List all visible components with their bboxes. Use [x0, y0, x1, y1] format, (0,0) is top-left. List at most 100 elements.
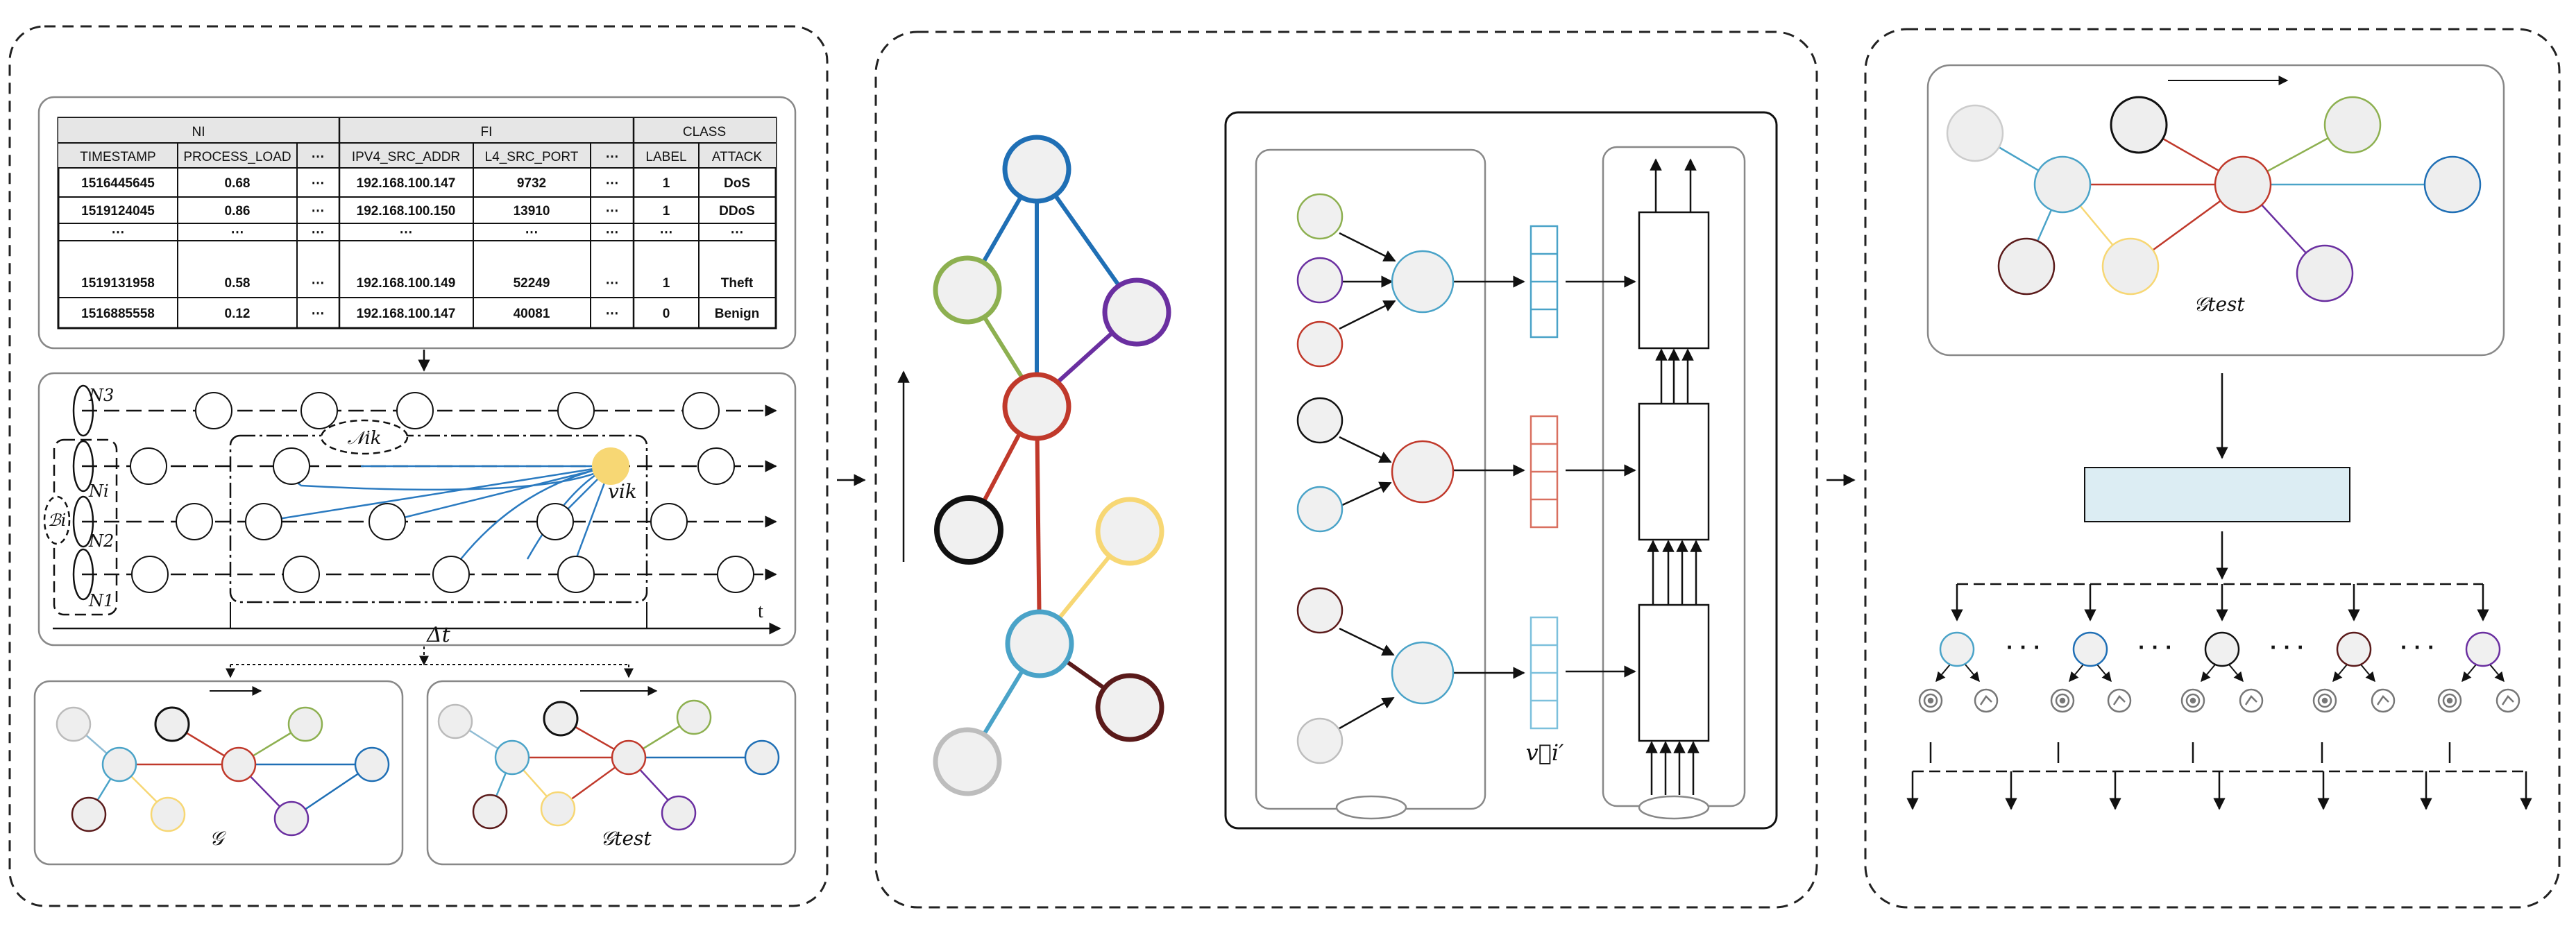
time-label: t	[758, 601, 763, 622]
svg-text:DDoS: DDoS	[719, 204, 755, 219]
target-icon	[2050, 688, 2075, 713]
embedding-label: v⃗i′	[1526, 739, 1565, 766]
lstm-ellipse	[1638, 795, 1710, 820]
svg-text:0.68: 0.68	[225, 176, 251, 191]
col-process-load: PROCESS_LOAD	[183, 150, 291, 164]
svg-text:192.168.100.147: 192.168.100.147	[357, 307, 456, 321]
svg-text:⋯: ⋯	[312, 204, 325, 219]
test-graph-box	[426, 680, 797, 866]
dots-1: · · ·	[2006, 635, 2041, 660]
svg-text:1519124045: 1519124045	[81, 204, 155, 219]
svg-text:⋯: ⋯	[660, 225, 673, 240]
train-graph-label: 𝒢	[210, 827, 226, 850]
table-row: ⋯ ⋯ ⋯ ⋯ ⋯ ⋯ ⋯ ⋯	[112, 225, 744, 240]
lane-ellipse-n2	[72, 495, 94, 548]
lstm-cells	[1638, 158, 1710, 795]
svg-text:⋯: ⋯	[731, 225, 744, 240]
gauge-icon	[1974, 688, 1999, 713]
svg-text:⋯: ⋯	[606, 307, 619, 321]
col-label: LABEL	[645, 150, 686, 164]
table-row: 1516445645 0.68 ⋯ 192.168.100.147 9732 ⋯…	[81, 176, 750, 191]
batch-ellipse	[43, 495, 71, 545]
svg-text:0.58: 0.58	[225, 276, 251, 291]
panel-detection	[1864, 28, 2561, 909]
window-label: Δt	[426, 623, 451, 647]
table-row: 1519124045 0.86 ⋯ 192.168.100.150 13910 …	[81, 204, 755, 219]
temporal-nodes	[130, 392, 754, 593]
col-ipv4-src-addr: IPV4_SRC_ADDR	[352, 150, 460, 164]
dots-2: · · ·	[2138, 635, 2173, 660]
test-graph-large: 𝒢test	[1946, 76, 2482, 316]
group-class: CLASS	[683, 125, 726, 139]
svg-text:0.86: 0.86	[225, 204, 251, 219]
test-graph-label: 𝒢test	[600, 827, 652, 850]
test-graph-large-box	[1926, 64, 2505, 357]
batch-box	[53, 438, 118, 616]
table-row: 1516885558 0.12 ⋯ 192.168.100.147 40081 …	[81, 307, 759, 321]
svg-text:192.168.100.147: 192.168.100.147	[357, 176, 456, 191]
batch-label: ℬi	[48, 511, 67, 530]
tree-branches	[1951, 583, 2489, 622]
svg-text:⋯: ⋯	[606, 225, 619, 240]
target-icon	[2312, 688, 2337, 713]
col-ellipsis-1: ⋯	[312, 150, 325, 164]
col-timestamp: TIMESTAMP	[80, 150, 155, 164]
svg-text:⋯: ⋯	[400, 225, 413, 240]
svg-text:52249: 52249	[514, 276, 550, 291]
table-container	[37, 96, 797, 350]
embedding-vectors	[1530, 225, 1559, 730]
test-graph-large-label: 𝒢test	[2194, 293, 2245, 316]
aggregation-groups	[1296, 193, 1636, 764]
neighborhood-label: 𝒩ik	[348, 428, 382, 449]
target-icon	[2180, 688, 2205, 713]
lane-label-n2: N2	[88, 531, 114, 551]
svg-text:DoS: DoS	[724, 176, 750, 191]
table-row: 1519131958 0.58 ⋯ 192.168.100.149 52249 …	[81, 276, 754, 291]
test-graph: 𝒢test	[437, 686, 780, 850]
train-graph-box	[33, 680, 404, 866]
temporal-container	[37, 372, 797, 647]
output-branches	[1906, 742, 2532, 810]
svg-text:⋯: ⋯	[231, 225, 244, 240]
target-node	[592, 447, 629, 485]
svg-text:9732: 9732	[517, 176, 546, 191]
dots-3: · · ·	[2270, 635, 2305, 660]
big-graph	[933, 135, 1171, 796]
gauge-icon	[2239, 688, 2264, 713]
svg-text:0: 0	[663, 307, 670, 321]
flow-table: NI FI CLASS TIMESTAMP PROCESS_LOAD ⋯ IPV…	[57, 117, 777, 329]
split-arrows	[226, 647, 634, 678]
svg-text:⋯: ⋯	[606, 176, 619, 191]
dots-4: · · ·	[2400, 635, 2435, 660]
svg-text:Theft: Theft	[721, 276, 754, 291]
detector-box	[2084, 467, 2350, 522]
svg-text:1519131958: 1519131958	[81, 276, 155, 291]
svg-text:40081: 40081	[514, 307, 550, 321]
model-box	[1224, 111, 1778, 830]
svg-text:1: 1	[663, 276, 670, 291]
lane-ellipse-n1	[72, 548, 94, 601]
svg-text:⋯: ⋯	[112, 225, 125, 240]
gauge-icon	[2371, 688, 2396, 713]
panel-data-construction	[8, 25, 829, 907]
svg-text:⋯: ⋯	[606, 276, 619, 291]
panel-gnn-training	[874, 31, 1818, 909]
lane-label-ni: Ni	[88, 481, 109, 501]
svg-text:⋯: ⋯	[525, 225, 539, 240]
svg-text:⋯: ⋯	[606, 204, 619, 219]
neighborhood-ellipse	[320, 419, 409, 455]
lane-label-n3: N3	[88, 386, 114, 405]
aggregation-ellipse	[1335, 795, 1407, 820]
svg-text:13910: 13910	[514, 204, 550, 219]
group-fi: FI	[481, 125, 493, 139]
lane-ellipse-ni	[72, 440, 94, 493]
lane-label-n1: N1	[88, 591, 114, 610]
svg-text:192.168.100.149: 192.168.100.149	[357, 276, 456, 291]
group-ni: NI	[192, 125, 205, 139]
target-icon	[2437, 688, 2462, 713]
col-ellipsis-2: ⋯	[606, 150, 619, 164]
svg-text:⋯: ⋯	[312, 276, 325, 291]
svg-text:⋯: ⋯	[312, 176, 325, 191]
outcome-icons	[1918, 688, 2520, 713]
